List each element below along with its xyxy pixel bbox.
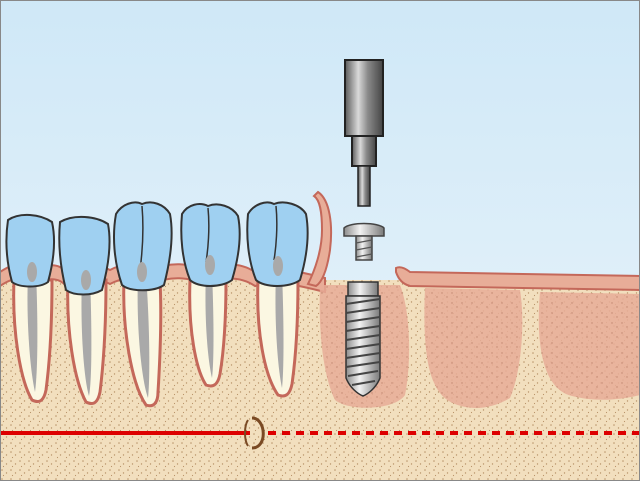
tooth-2 (58, 216, 111, 406)
cover-screw-icon (343, 222, 385, 261)
tooth-5 (246, 201, 309, 398)
gum-flap (306, 190, 333, 288)
tooth-3 (113, 201, 173, 408)
tooth-4 (180, 203, 241, 388)
implant-driver-icon (344, 59, 384, 207)
tooth-1 (5, 214, 56, 404)
mental-foramen (251, 416, 265, 450)
nerve-canal (0, 416, 640, 450)
threaded-implant-icon (345, 281, 381, 397)
